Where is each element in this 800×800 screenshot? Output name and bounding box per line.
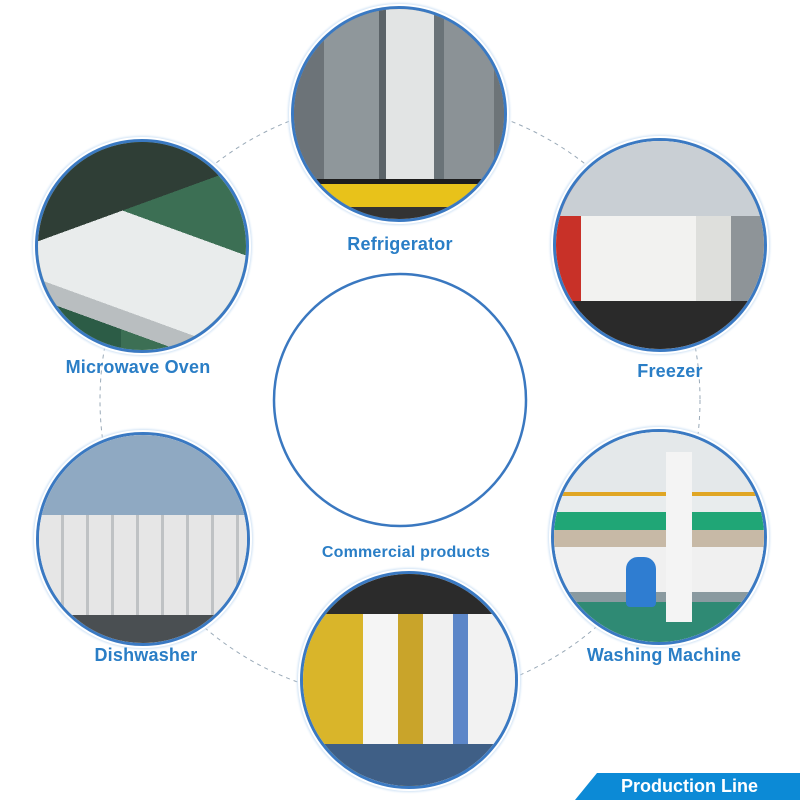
- commercial-products-photo-circle[interactable]: [300, 571, 518, 789]
- commercial-products-production-photo-icon: [303, 574, 515, 786]
- center-ring: [272, 272, 528, 528]
- refrigerator-label: Refrigerator: [347, 234, 453, 254]
- worker-figure-icon: [626, 557, 656, 607]
- microwave-photo-circle[interactable]: [35, 139, 249, 353]
- microwave-production-photo-icon: [38, 142, 246, 350]
- pillar-shape: [666, 452, 692, 622]
- washing-machine-photo-circle[interactable]: [551, 429, 767, 645]
- washing-machine-label: Washing Machine: [586, 645, 742, 665]
- dashed-orbit: [99, 99, 701, 701]
- commercial-products-label: Commercial products: [321, 544, 491, 561]
- freezer-photo-circle[interactable]: [553, 138, 767, 352]
- dishwasher-production-photo-icon: [39, 435, 247, 643]
- freezer-label: Freezer: [637, 361, 703, 381]
- microwave-label: Microwave Oven: [65, 357, 211, 377]
- refrigerator-photo-circle[interactable]: [291, 6, 507, 222]
- refrigerator-production-photo-icon: [294, 9, 504, 219]
- dishwasher-photo-circle[interactable]: [36, 432, 250, 646]
- freezer-production-photo-icon: [556, 141, 764, 349]
- production-line-label: Production Line: [621, 776, 758, 796]
- washing-machine-production-photo-icon: [554, 432, 764, 642]
- dishwasher-label: Dishwasher: [94, 645, 198, 665]
- production-line-banner: Production Line: [575, 773, 800, 800]
